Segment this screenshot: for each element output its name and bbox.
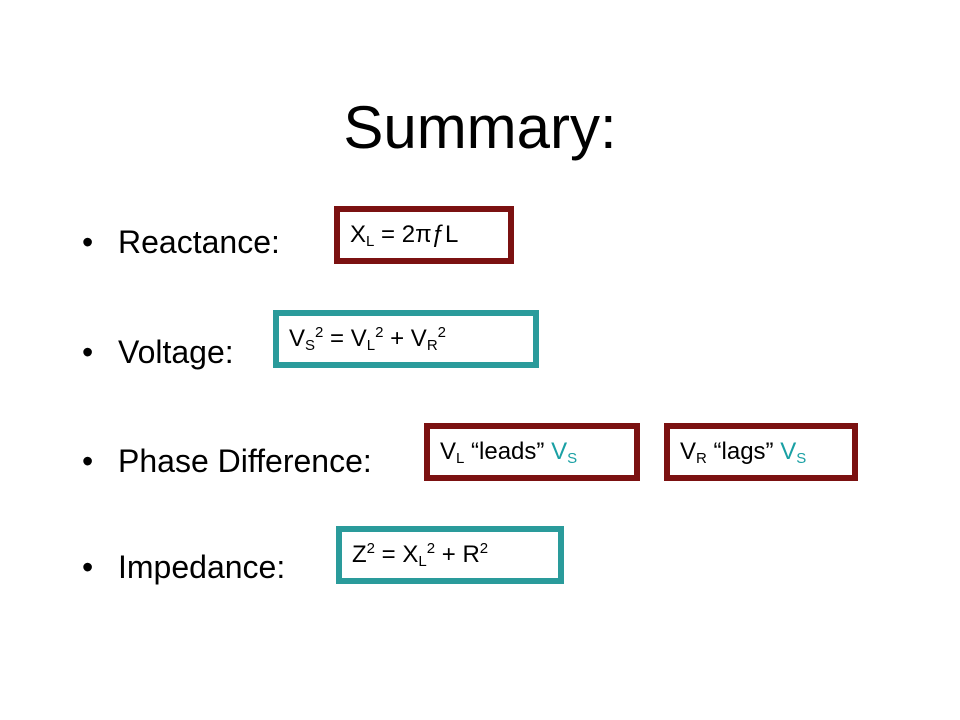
impedance-formula-box: Z2 = XL2 + R2 (336, 526, 564, 584)
phase-lags-box: VR “lags” VS (664, 423, 858, 481)
voltage-formula-box: VS2 = VL2 + VR2 (273, 310, 539, 368)
bullet-label: Phase Difference: (118, 443, 372, 479)
formula-text: Z2 = XL2 + R2 (352, 540, 489, 570)
bullet-phase-difference: • Phase Difference: (82, 441, 372, 481)
bullet-reactance: • Reactance: (82, 222, 280, 262)
bullet-dot-icon: • (82, 224, 94, 260)
bullet-dot-icon: • (82, 549, 94, 585)
phase-leads-box: VL “leads” VS (424, 423, 640, 481)
bullet-label: Reactance: (118, 224, 280, 260)
bullet-impedance: • Impedance: (82, 547, 285, 587)
bullet-label: Voltage: (118, 334, 234, 370)
formula-text: XL = 2πƒL (350, 221, 459, 250)
reactance-formula-box: XL = 2πƒL (334, 206, 514, 264)
slide-title: Summary: (343, 94, 617, 161)
bullet-label: Impedance: (118, 549, 286, 585)
formula-text: VL “leads” VS (440, 438, 578, 467)
bullet-dot-icon: • (82, 443, 94, 479)
bullet-dot-icon: • (82, 334, 94, 370)
formula-text: VS2 = VL2 + VR2 (289, 324, 446, 354)
bullet-voltage: • Voltage: (82, 332, 234, 372)
formula-text: VR “lags” VS (680, 438, 807, 467)
